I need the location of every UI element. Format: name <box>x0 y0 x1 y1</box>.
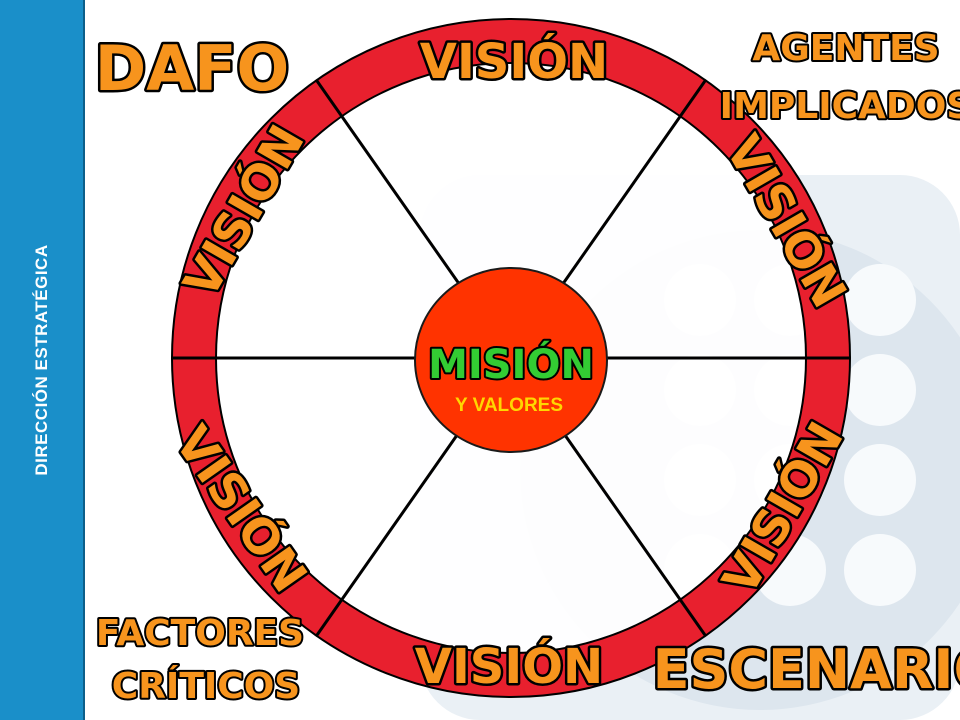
spoke-3 <box>314 78 460 284</box>
mission-hub <box>414 267 608 453</box>
sidebar-banner: DIRECCIÓN ESTRATÉGICA <box>0 0 85 720</box>
mission-title: MISIÓN <box>428 340 594 388</box>
spoke-2 <box>562 78 708 284</box>
vision-label-bottom: VISIÓN <box>415 638 603 695</box>
mission-subtitle: Y VALORES <box>455 395 563 416</box>
agents-label-line1: AGENTES <box>752 28 939 69</box>
dafo-label: DAFO <box>95 32 290 105</box>
spoke-6 <box>562 432 708 638</box>
critical-factors-label-line2: CRÍTICOS <box>112 665 300 707</box>
vision-label-top: VISIÓN <box>420 33 608 90</box>
scenario-label: ESCENARIO <box>653 638 960 701</box>
critical-factors-label-line1: FACTORES <box>96 613 304 654</box>
wheel-spokes <box>171 78 851 638</box>
agents-label-line2: IMPLICADOS <box>720 86 960 127</box>
spoke-5 <box>314 432 460 638</box>
